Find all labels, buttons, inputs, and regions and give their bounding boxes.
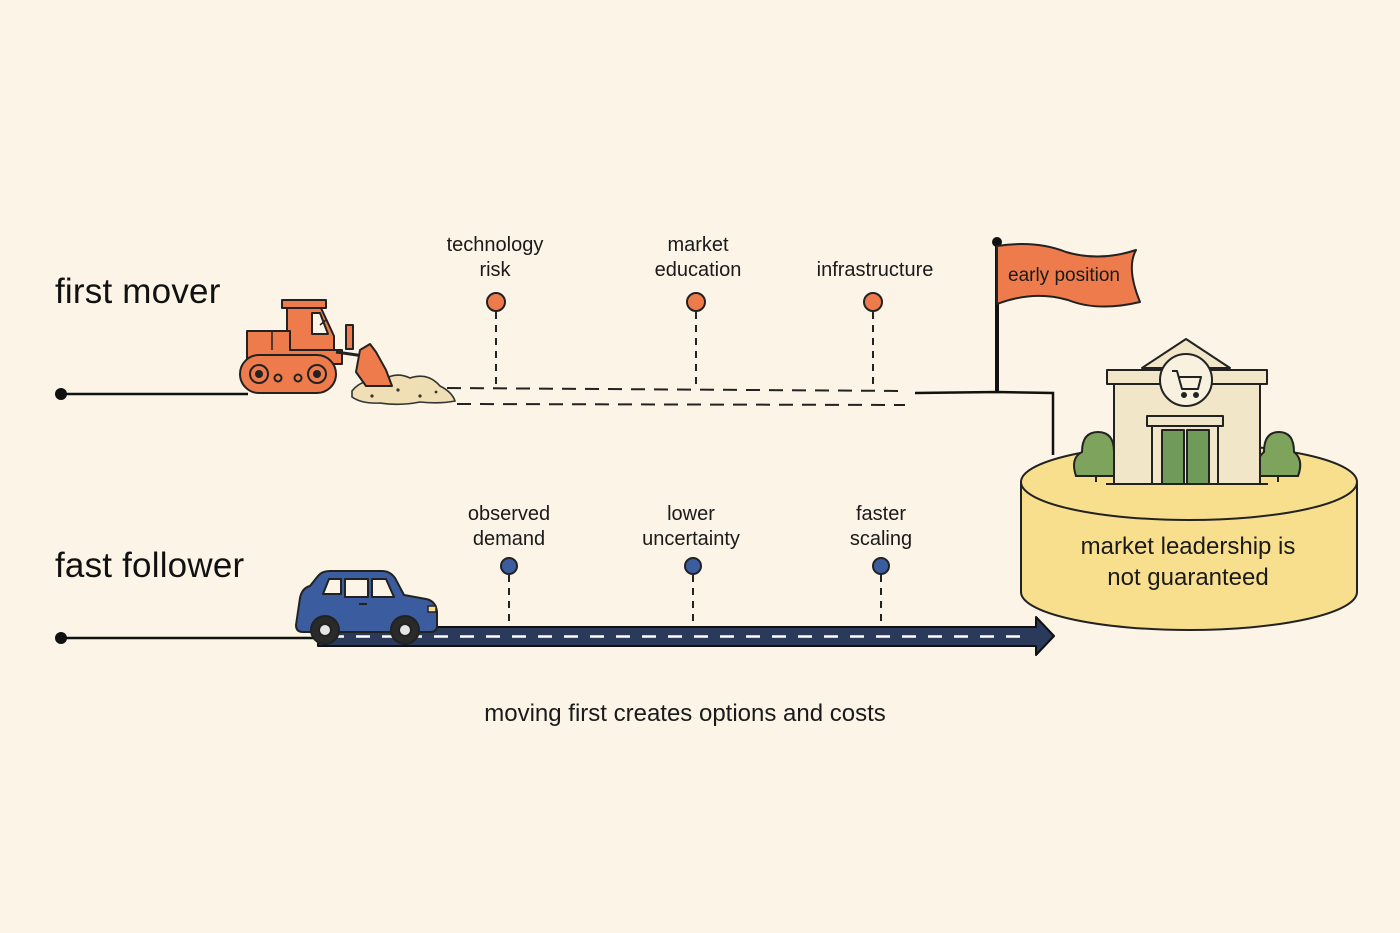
first-mover-path: [55, 387, 1055, 455]
first-mover-title: first mover: [55, 272, 221, 311]
fast-follower-milestone-label-2: lower uncertainty: [601, 502, 781, 552]
milestone-line-1: infrastructure: [816, 259, 934, 281]
shrub-icon: [1073, 430, 1121, 482]
milestone-line-2: demand: [472, 528, 546, 550]
flag-label: early position: [1008, 265, 1120, 286]
fast-follower-milestone-marker-2: [684, 557, 702, 627]
first-mover-milestone-label-2: market education: [608, 233, 788, 283]
milestone-line-2: scaling: [849, 528, 913, 550]
shopping-cart-icon: [1159, 353, 1213, 407]
road-arrow: [317, 616, 1055, 656]
first-mover-milestone-marker-1: [486, 292, 506, 386]
first-mover-milestone-marker-2: [686, 292, 706, 386]
flag-icon: [992, 237, 1141, 392]
shrub-icon: [1256, 430, 1302, 482]
milestone-line-1: faster: [855, 503, 907, 525]
diagram-caption: moving first creates options and costs: [484, 700, 886, 727]
milestone-line-2: uncertainty: [642, 528, 740, 550]
milestone-line-1: technology: [446, 234, 544, 256]
fast-follower-path: [55, 632, 320, 644]
destination-label: market leadership is not guaranteed: [1038, 531, 1338, 593]
milestone-line-1: lower: [667, 503, 715, 525]
fast-follower-milestone-label-1: observed demand: [419, 502, 599, 552]
destination-line-1: market leadership is: [1080, 533, 1296, 560]
fast-follower-milestone-label-3: faster scaling: [791, 502, 971, 552]
destination-line-2: not guaranteed: [1107, 564, 1269, 591]
bulldozer-icon: [239, 299, 393, 394]
fast-follower-title: fast follower: [55, 546, 245, 585]
first-mover-milestone-marker-3: [863, 292, 883, 386]
fast-follower-milestone-marker-3: [872, 557, 890, 627]
first-mover-milestone-label-3: infrastructure: [785, 258, 965, 283]
first-mover-milestone-label-1: technology risk: [405, 233, 585, 283]
car-icon: [295, 570, 438, 645]
milestone-line-2: risk: [479, 259, 511, 281]
milestone-line-2: education: [654, 259, 742, 281]
milestone-line-1: observed: [467, 503, 551, 525]
milestone-line-1: market: [667, 234, 729, 256]
fast-follower-milestone-marker-1: [500, 557, 518, 627]
